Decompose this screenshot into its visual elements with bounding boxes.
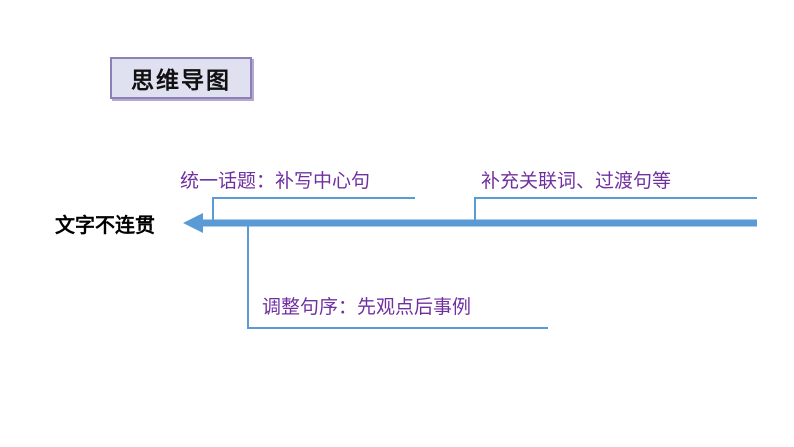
- branch-2-label: 补充关联词、过渡句等: [481, 170, 672, 192]
- branch-1-label: 统一话题：补写中心句: [180, 170, 371, 192]
- root-node: 文字不连贯: [55, 213, 155, 237]
- main-arrow-head: [183, 213, 203, 233]
- branch-3-connector: [247, 225, 548, 329]
- branch-1-connector: [212, 197, 415, 221]
- mind-map-title: 思维导图: [110, 57, 252, 99]
- branch-2-connector: [474, 197, 757, 221]
- branch-3-label: 调整句序：先观点后事例: [262, 296, 472, 318]
